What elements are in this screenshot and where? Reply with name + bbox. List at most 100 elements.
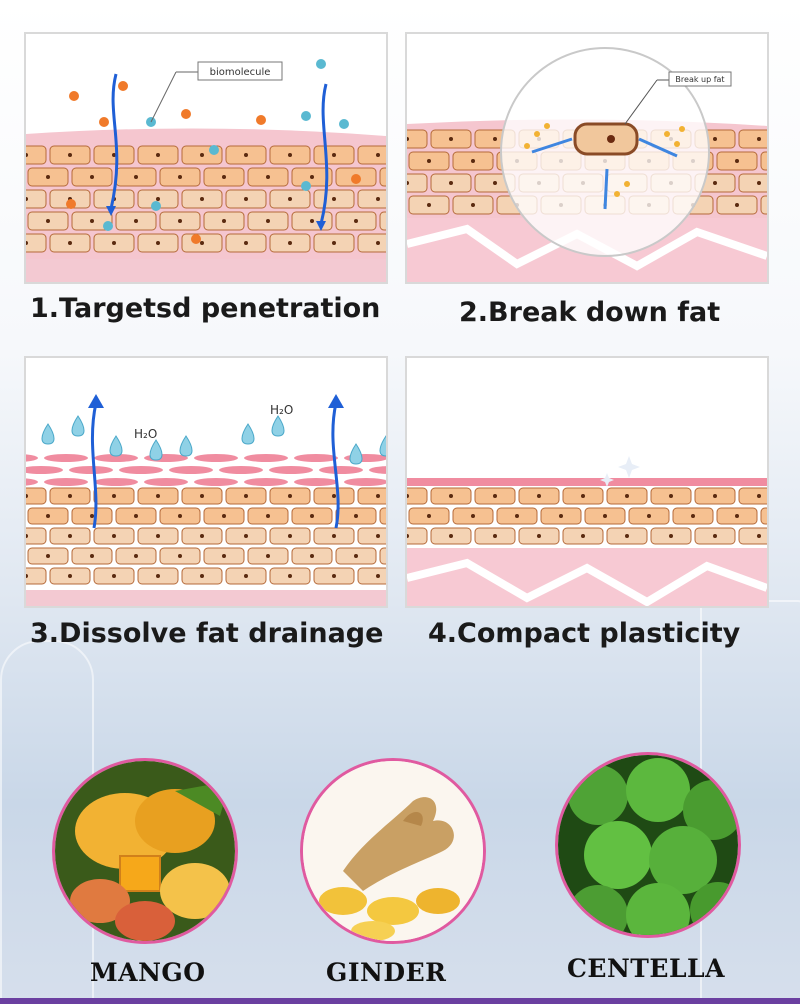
- panel-compact-plasticity: [405, 356, 769, 608]
- cell-nucleus: [288, 197, 292, 201]
- cell-nucleus: [559, 514, 563, 518]
- skin-cell: [738, 487, 767, 505]
- cell-nucleus: [90, 175, 94, 179]
- skin-flake: [294, 478, 338, 486]
- panel-dissolve-fat-drainage: H₂O H₂O: [24, 356, 388, 608]
- h2o-label-2: H₂O: [270, 403, 293, 417]
- cell-nucleus: [669, 494, 673, 498]
- cell-nucleus: [471, 203, 475, 207]
- cell-nucleus: [449, 181, 453, 185]
- caption-compact-plasticity: 4.Compact plasticity: [428, 618, 741, 649]
- cell-nucleus: [354, 219, 358, 223]
- cell-nucleus: [407, 137, 409, 141]
- skin-cell: [760, 151, 767, 171]
- cell-nucleus: [581, 534, 585, 538]
- cell-nucleus: [427, 203, 431, 207]
- cell-nucleus: [691, 514, 695, 518]
- ginger-image: [300, 758, 486, 944]
- cell-nucleus: [537, 494, 541, 498]
- cell-nucleus: [156, 241, 160, 245]
- cell-nucleus: [603, 514, 607, 518]
- skin-flake: [26, 466, 63, 474]
- cell-nucleus: [26, 494, 28, 498]
- skin-cell: [357, 487, 386, 505]
- cell-nucleus: [493, 181, 497, 185]
- skin-cell: [26, 145, 47, 165]
- cell-nucleus: [757, 137, 761, 141]
- skin-flake: [244, 478, 288, 486]
- cell-nucleus: [537, 534, 541, 538]
- cell-nucleus: [449, 494, 453, 498]
- water-droplet: [109, 435, 123, 457]
- cell-nucleus: [332, 241, 336, 245]
- cell-nucleus: [112, 153, 116, 157]
- cell-nucleus: [266, 554, 270, 558]
- cell-nucleus: [376, 574, 380, 578]
- cell-nucleus: [222, 175, 226, 179]
- ingredient-label-centella: CENTELLA: [567, 954, 726, 983]
- cell-nucleus: [757, 181, 761, 185]
- skin-cell: [357, 189, 386, 209]
- cell-nucleus: [90, 554, 94, 558]
- cell-nucleus: [376, 534, 380, 538]
- skin-cell: [407, 487, 428, 505]
- cell-nucleus: [46, 219, 50, 223]
- cell-nucleus: [200, 494, 204, 498]
- cell-nucleus: [46, 554, 50, 558]
- skin-flake: [69, 466, 113, 474]
- cell-nucleus: [332, 153, 336, 157]
- caption-break-down-fat: 2.Break down fat: [459, 297, 721, 328]
- mango-image: [52, 758, 238, 944]
- cell-nucleus: [244, 574, 248, 578]
- skin-flake: [344, 478, 386, 486]
- cell-nucleus: [68, 494, 72, 498]
- cell-nucleus: [407, 534, 409, 538]
- cell-nucleus: [26, 197, 28, 201]
- cell-nucleus: [376, 494, 380, 498]
- skin-cell: [379, 507, 386, 525]
- cell-nucleus: [354, 514, 358, 518]
- ingredient-label-mango: MANGO: [90, 958, 206, 987]
- skin-flake: [94, 454, 138, 462]
- cell-nucleus: [68, 241, 72, 245]
- skin-flake: [94, 478, 138, 486]
- cell-nucleus: [178, 554, 182, 558]
- cell-nucleus: [288, 574, 292, 578]
- cell-nucleus: [222, 514, 226, 518]
- cell-nucleus: [244, 534, 248, 538]
- cell-nucleus: [757, 534, 761, 538]
- cell-nucleus: [200, 241, 204, 245]
- cell-nucleus: [112, 241, 116, 245]
- water-droplet: [271, 415, 285, 437]
- cell-nucleus: [134, 514, 138, 518]
- skin-cell: [379, 547, 386, 565]
- cell-nucleus: [310, 554, 314, 558]
- skin-flake: [194, 478, 238, 486]
- cell-nucleus: [310, 514, 314, 518]
- cell-nucleus: [332, 197, 336, 201]
- cell-nucleus: [112, 574, 116, 578]
- cell-nucleus: [68, 574, 72, 578]
- cell-nucleus: [407, 181, 409, 185]
- cell-nucleus: [244, 241, 248, 245]
- cell-nucleus: [310, 175, 314, 179]
- skin-cell: [738, 129, 767, 149]
- cell-nucleus: [156, 153, 160, 157]
- cell-nucleus: [112, 534, 116, 538]
- cell-nucleus: [134, 554, 138, 558]
- cell-nucleus: [178, 219, 182, 223]
- cell-nucleus: [68, 534, 72, 538]
- cell-nucleus: [713, 494, 717, 498]
- cell-nucleus: [68, 153, 72, 157]
- centella-image: [555, 752, 741, 938]
- cell-nucleus: [156, 494, 160, 498]
- cell-nucleus: [310, 219, 314, 223]
- cell-nucleus: [156, 574, 160, 578]
- caption-targeted-penetration: 1.Targetsd penetration: [30, 293, 381, 324]
- skin-cell: [357, 145, 386, 165]
- cell-nucleus: [493, 494, 497, 498]
- skin-cell: [738, 527, 767, 545]
- skin-cell: [738, 173, 767, 193]
- cell-nucleus: [244, 153, 248, 157]
- bottom-border: [0, 998, 800, 1004]
